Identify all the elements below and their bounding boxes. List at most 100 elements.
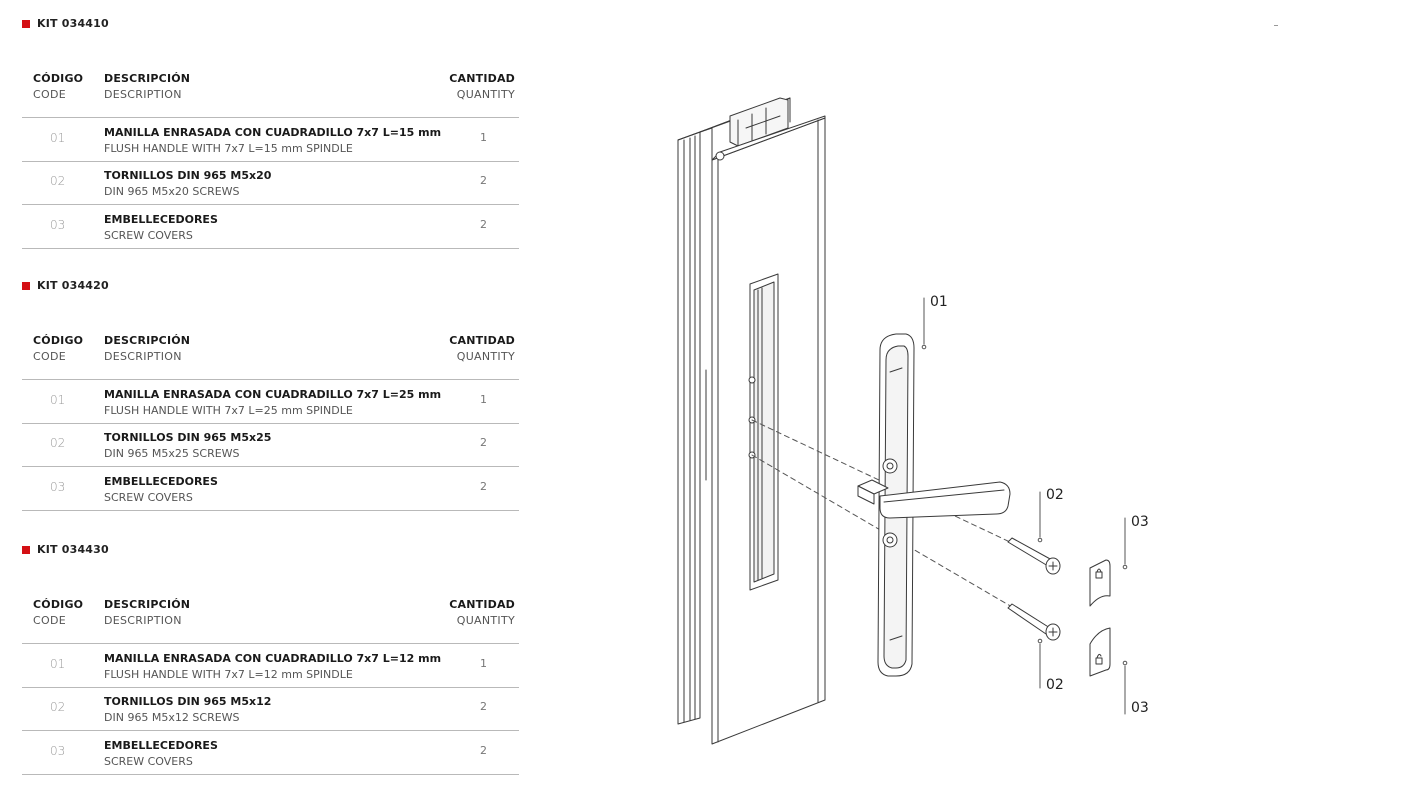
- row-code: 02: [50, 174, 66, 188]
- row-desc-en: DIN 965 M5x25 SCREWS: [104, 447, 240, 460]
- row-desc-es: MANILLA ENRASADA CON CUADRADILLO 7x7 L=2…: [104, 388, 442, 401]
- header-code-es: CÓDIGO: [33, 72, 84, 85]
- row-quantity: 2: [480, 700, 487, 713]
- row-desc-en: DIN 965 M5x12 SCREWS: [104, 711, 240, 724]
- corner-mark: [1274, 25, 1278, 26]
- row-code: 01: [50, 131, 66, 145]
- row-code: 03: [50, 744, 66, 758]
- table-row: 01 MANILLA ENRASADA CON CUADRADILLO 7x7 …: [22, 118, 519, 162]
- table-row: 03 EMBELLECEDORES SCREW COVERS 2: [22, 467, 519, 511]
- header-code: CÓDIGO CODE: [33, 71, 83, 103]
- callout-screw-bottom: 02: [1046, 677, 1064, 693]
- row-desc-en: SCREW COVERS: [104, 229, 193, 242]
- header-desc-es: DESCRIPCIÓN: [104, 598, 191, 611]
- header-code-es: CÓDIGO: [33, 598, 84, 611]
- header-code: CÓDIGO CODE: [33, 333, 83, 365]
- row-quantity: 1: [480, 657, 487, 670]
- row-code: 01: [50, 657, 66, 671]
- row-desc-en: FLUSH HANDLE WITH 7x7 L=12 mm SPINDLE: [104, 668, 353, 681]
- row-code: 03: [50, 218, 66, 232]
- callout-cover-bottom: 03: [1131, 700, 1149, 716]
- table-header: CÓDIGO CODE DESCRIPCIÓN DESCRIPTION CANTID…: [22, 71, 519, 118]
- red-square-icon: [22, 19, 30, 28]
- row-desc-en: SCREW COVERS: [104, 755, 193, 768]
- row-desc-en: FLUSH HANDLE WITH 7x7 L=25 mm SPINDLE: [104, 404, 353, 417]
- callout-screw-top: 02: [1046, 487, 1064, 503]
- kit-title-label: KIT 034430: [37, 543, 109, 556]
- row-desc-es: EMBELLECEDORES: [104, 475, 218, 488]
- screw-cover-bottom: [1089, 627, 1111, 677]
- row-code: 03: [50, 480, 66, 494]
- row-desc-en: SCREW COVERS: [104, 491, 193, 504]
- row-description: MANILLA ENRASADA CON CUADRADILLO 7x7 L=1…: [104, 125, 441, 157]
- callout-handle: 01: [930, 294, 948, 310]
- row-quantity: 1: [480, 131, 487, 144]
- header-description: DESCRIPCIÓN DESCRIPTION: [104, 597, 190, 629]
- row-description: EMBELLECEDORES SCREW COVERS: [104, 212, 218, 244]
- row-desc-es: TORNILLOS DIN 965 M5x12: [104, 695, 272, 708]
- table-header: CÓDIGO CODE DESCRIPCIÓN DESCRIPTION CANTID…: [22, 597, 519, 644]
- frame-profile: [677, 97, 791, 725]
- header-desc-en: DESCRIPTION: [104, 614, 182, 627]
- row-quantity: 2: [480, 744, 487, 757]
- red-square-icon: [22, 545, 30, 554]
- row-quantity: 2: [480, 436, 487, 449]
- kit-title-label: KIT 034410: [37, 17, 109, 30]
- header-code-en: CODE: [33, 88, 66, 101]
- flush-handle: [857, 333, 1011, 677]
- header-qty-en: QUANTITY: [456, 88, 515, 101]
- row-desc-es: EMBELLECEDORES: [104, 739, 218, 752]
- kit-title: KIT 034410: [22, 17, 109, 30]
- header-quantity: CANTIDAD QUANTITY: [449, 71, 515, 103]
- row-quantity: 1: [480, 393, 487, 406]
- header-desc-en: DESCRIPTION: [104, 350, 182, 363]
- row-description: EMBELLECEDORES SCREW COVERS: [104, 474, 218, 506]
- red-square-icon: [22, 281, 30, 290]
- screw-bottom: [1007, 603, 1061, 641]
- sash-profile: [705, 115, 826, 745]
- kit-title: KIT 034420: [22, 279, 109, 292]
- header-qty-es: CANTIDAD: [449, 72, 515, 85]
- header-code-es: CÓDIGO: [33, 334, 84, 347]
- kit-title: KIT 034430: [22, 543, 109, 556]
- row-desc-en: FLUSH HANDLE WITH 7x7 L=15 mm SPINDLE: [104, 142, 353, 155]
- header-code: CÓDIGO CODE: [33, 597, 83, 629]
- screw-top: [1007, 537, 1061, 575]
- row-desc-es: TORNILLOS DIN 965 M5x20: [104, 169, 272, 182]
- table-row: 03 EMBELLECEDORES SCREW COVERS 2: [22, 731, 519, 775]
- screw-cover-top: [1089, 559, 1111, 607]
- header-qty-en: QUANTITY: [456, 614, 515, 627]
- row-code: 02: [50, 436, 66, 450]
- callout-cover-top: 03: [1131, 514, 1149, 530]
- row-description: MANILLA ENRASADA CON CUADRADILLO 7x7 L=2…: [104, 387, 441, 419]
- row-desc-es: EMBELLECEDORES: [104, 213, 218, 226]
- leader-lines: [921, 297, 1128, 715]
- row-desc-es: MANILLA ENRASADA CON CUADRADILLO 7x7 L=1…: [104, 652, 442, 665]
- header-qty-es: CANTIDAD: [449, 334, 515, 347]
- kit-title-label: KIT 034420: [37, 279, 109, 292]
- header-qty-es: CANTIDAD: [449, 598, 515, 611]
- header-code-en: CODE: [33, 350, 66, 363]
- row-quantity: 2: [480, 174, 487, 187]
- row-desc-es: MANILLA ENRASADA CON CUADRADILLO 7x7 L=1…: [104, 126, 442, 139]
- row-desc-en: DIN 965 M5x20 SCREWS: [104, 185, 240, 198]
- row-code: 02: [50, 700, 66, 714]
- header-desc-es: DESCRIPCIÓN: [104, 72, 191, 85]
- row-code: 01: [50, 393, 66, 407]
- header-quantity: CANTIDAD QUANTITY: [449, 597, 515, 629]
- row-description: MANILLA ENRASADA CON CUADRADILLO 7x7 L=1…: [104, 651, 441, 683]
- table-row: 01 MANILLA ENRASADA CON CUADRADILLO 7x7 …: [22, 380, 519, 424]
- header-desc-en: DESCRIPTION: [104, 88, 182, 101]
- header-code-en: CODE: [33, 614, 66, 627]
- row-quantity: 2: [480, 480, 487, 493]
- table-row: 01 MANILLA ENRASADA CON CUADRADILLO 7x7 …: [22, 644, 519, 688]
- row-quantity: 2: [480, 218, 487, 231]
